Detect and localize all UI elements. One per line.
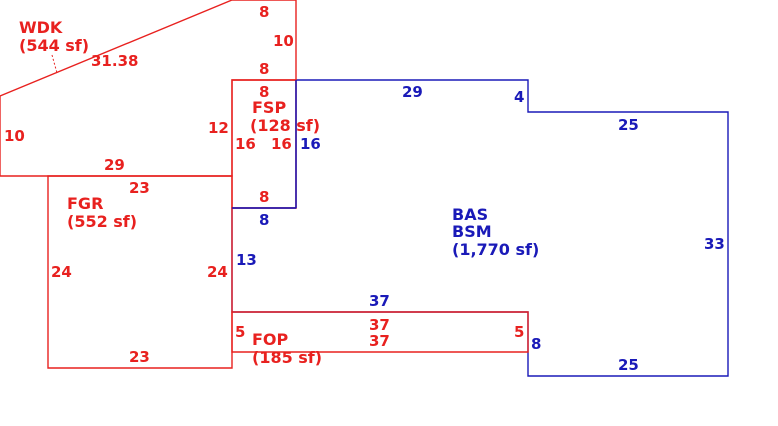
fgr-size: (552 sf) [67,212,137,231]
fop-size: (185 sf) [252,348,322,367]
dim-fgr-top: 23 [129,179,150,197]
dim-bas-left-top: 8 [259,211,269,229]
bsm-code: BSM [452,222,492,241]
dim-fgr-right: 24 [207,263,228,281]
dim-fgr-left: 24 [51,263,72,281]
dim-wdk-bottom: 29 [104,156,125,174]
dim-fsp-left: 12 [208,119,229,137]
dim-bas-right: 33 [704,235,725,253]
dim-bas-step: 8 [531,335,541,353]
dim-fop-left: 5 [235,323,245,341]
dim-fop-right: 5 [514,323,524,341]
wdk-size: (544 sf) [19,36,89,55]
dim-bas-mid: 37 [369,292,390,310]
fop-code: FOP [252,330,289,349]
fgr-code: FGR [67,194,103,213]
dim-fsp-bottom: 8 [259,188,269,206]
dim-bas-notch: 4 [514,88,524,106]
dim-fsp-right: 16 [300,135,321,153]
dim-bas-top-right: 25 [618,116,639,134]
wdk-outline [0,0,297,177]
dim-wdk-right: 10 [273,32,294,50]
dim-fsp-top: 8 [259,60,269,78]
wdk-code: WDK [19,18,63,37]
dim-fsp-right-inner: 16 [271,135,292,153]
dim-fop-bottom: 37 [369,332,390,350]
dim-wdk-left: 10 [4,127,25,145]
dim-bas-bottom: 25 [618,356,639,374]
dim-wdk-top: 8 [259,3,269,21]
fsp-size: (128 sf) [250,116,320,135]
dim-bas-left: 13 [236,251,257,269]
wdk-leader-line [51,54,58,74]
dim-fgr-bottom: 23 [129,348,150,366]
dim-wdk-diagonal: 31.38 [91,52,138,70]
dim-bas-top: 29 [402,83,423,101]
fsp-code: FSP [252,98,286,117]
dim-fsp-left-inner: 16 [235,135,256,153]
dim-fop-top: 37 [369,316,390,334]
bas-size: (1,770 sf) [452,240,539,259]
bas-code: BAS [452,205,488,224]
dim-fsp-top-inner: 8 [259,83,269,101]
